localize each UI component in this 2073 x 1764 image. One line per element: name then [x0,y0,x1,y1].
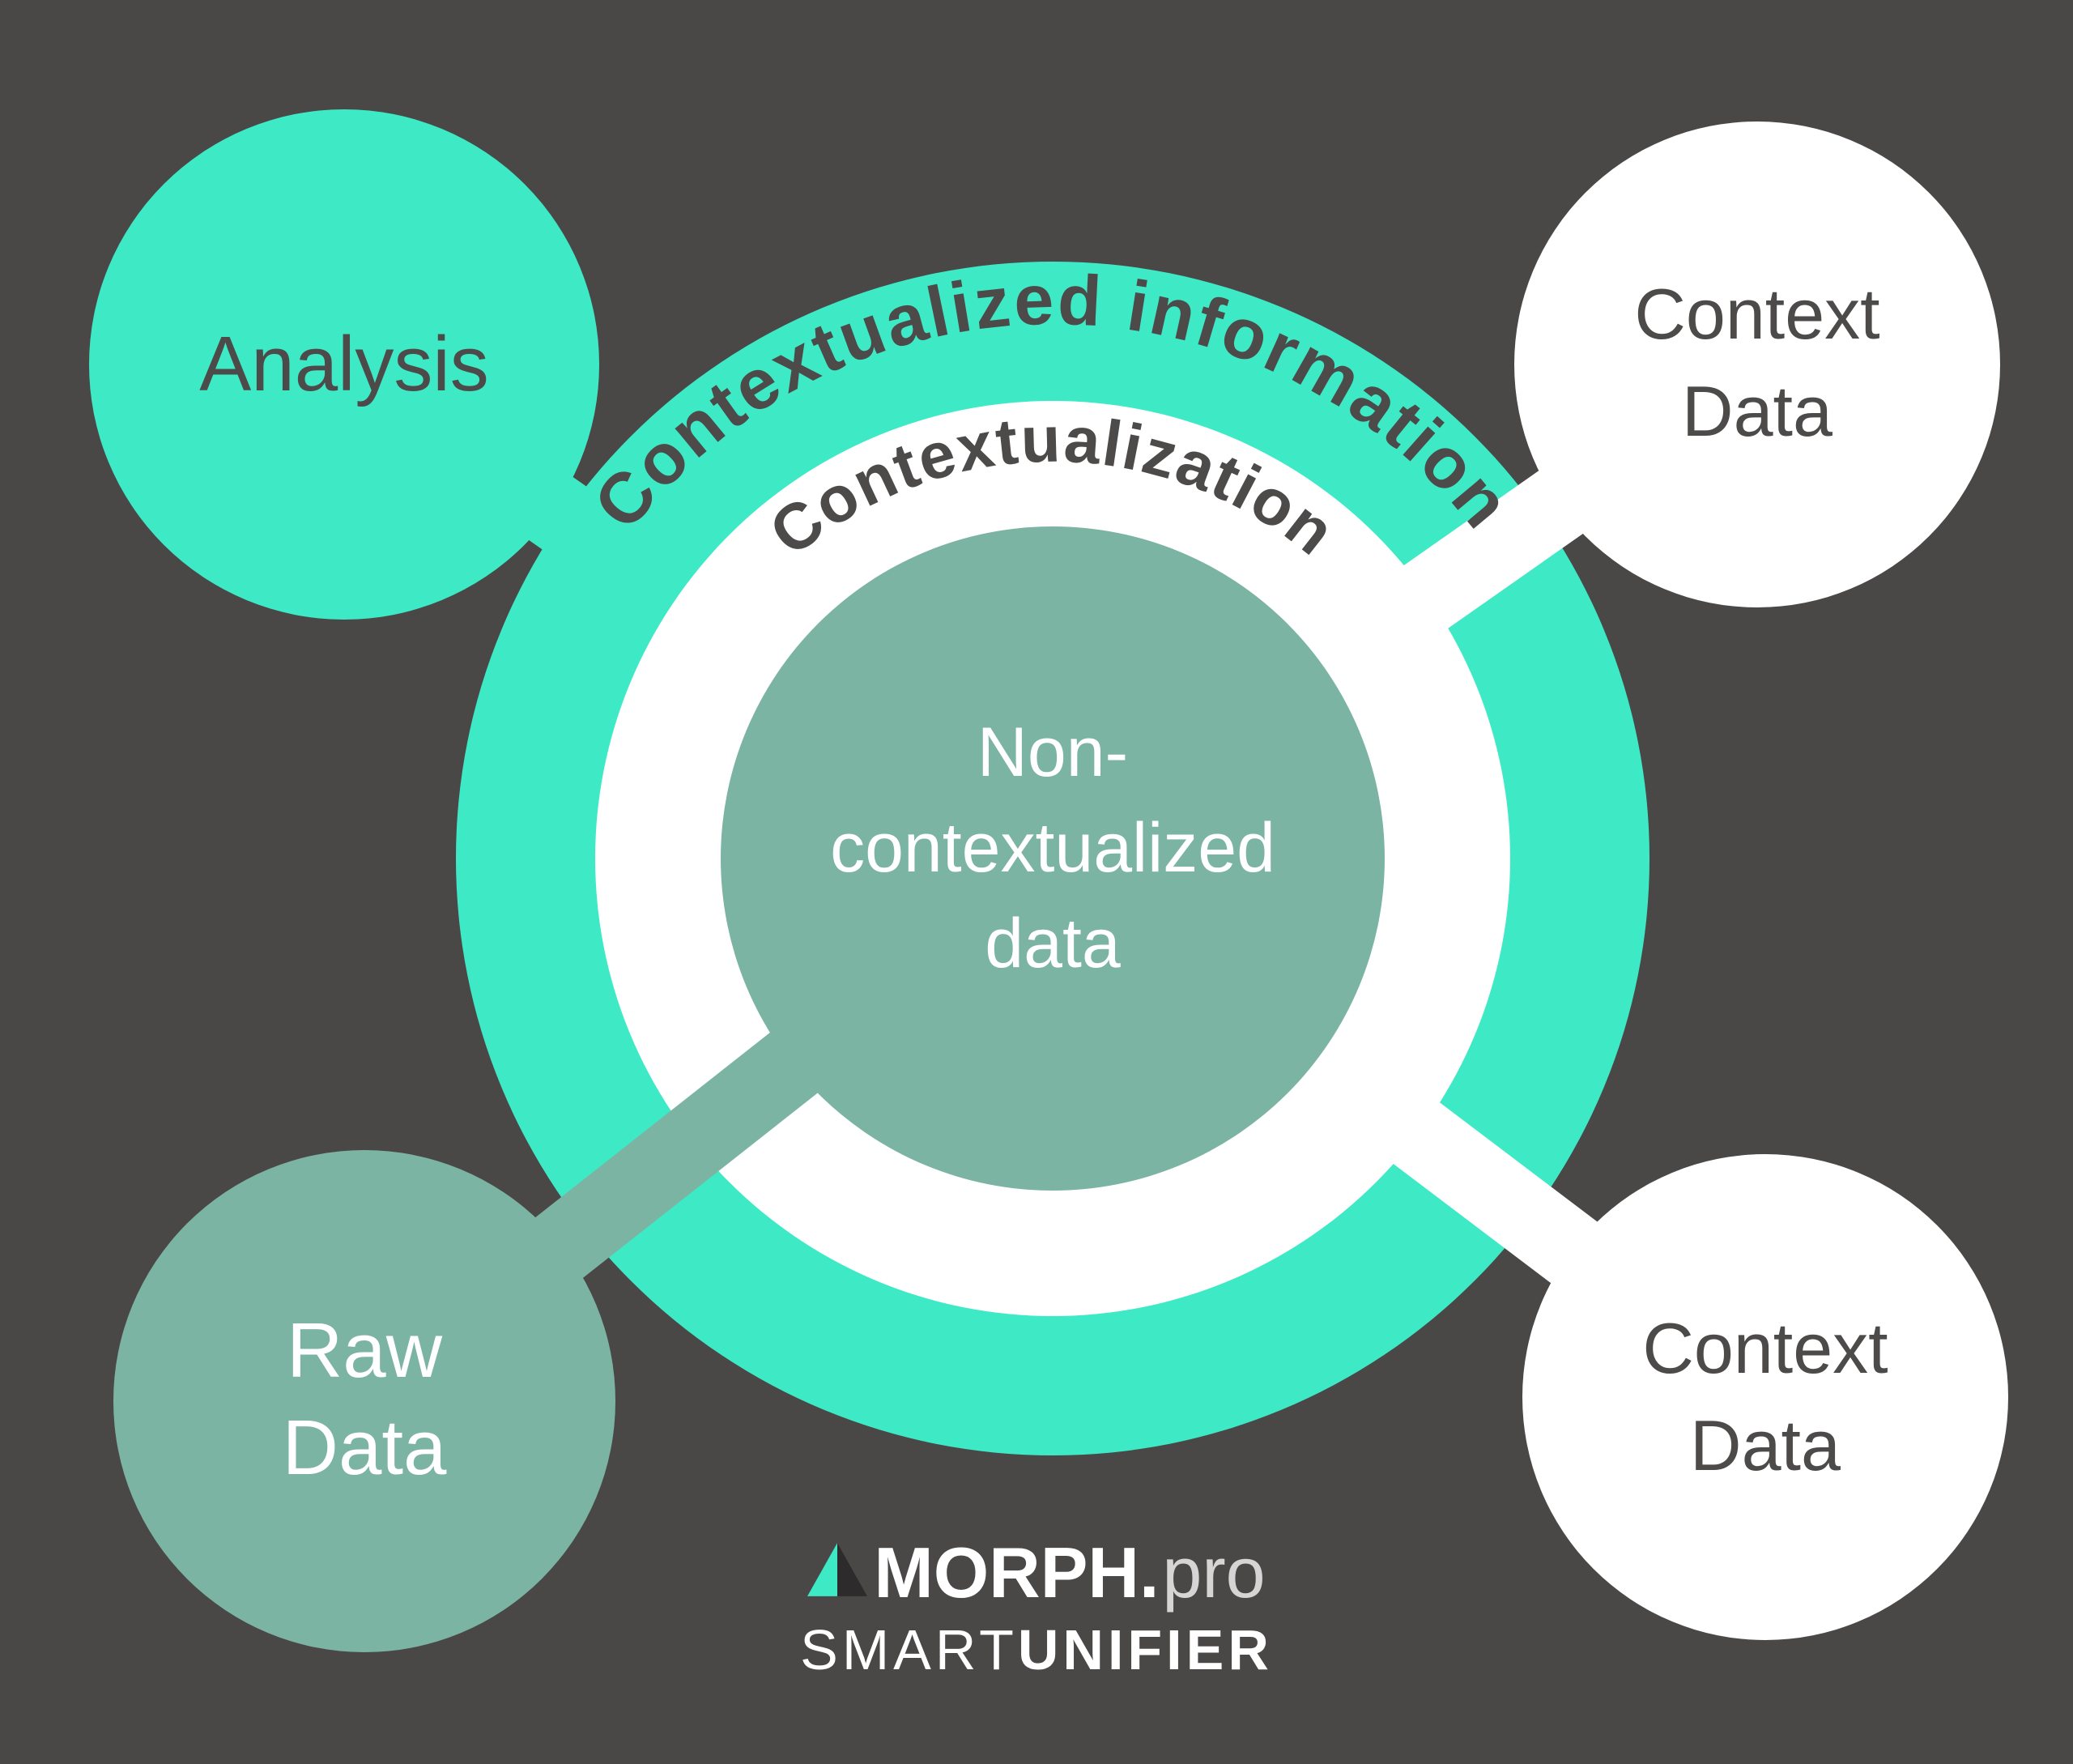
center-circle-non-contextualized-data [721,526,1385,1191]
context-data-top-label-line2: Data [1682,371,1832,451]
logo-wordmark-light: pro [1162,1532,1266,1613]
logo-subbrand-light: SMART [800,1618,1018,1681]
analysis-circle [89,109,599,620]
center-label-line2: contextualized [830,809,1275,887]
logo-wordmark-bold: MORPH. [874,1532,1160,1613]
context-data-top-circle [1514,121,2000,607]
context-data-top-label-line1: Context [1634,274,1879,354]
raw-data-label-line1: Raw [287,1307,443,1394]
logo-wordmark: MORPH. pro [807,1532,1266,1613]
center-label-line3: data [985,905,1121,982]
context-data-bottom-label-line2: Data [1690,1405,1841,1485]
context-data-bottom-label-line1: Context [1642,1308,1888,1388]
center-label-line1: Non- [977,714,1128,791]
brand-logo: MORPH. pro SMARTUNIFIER [0,1532,2073,1679]
logo-subbrand-bold: UNIFIER [1017,1618,1273,1681]
analysis-label: Analysis [199,321,488,407]
raw-data-label-line2: Data [283,1404,447,1491]
context-data-bottom-circle [1522,1154,2008,1640]
amorph-a-icon [807,1543,868,1596]
raw-data-circle [113,1150,615,1652]
logo-subbrand: SMARTUNIFIER [800,1621,1273,1678]
